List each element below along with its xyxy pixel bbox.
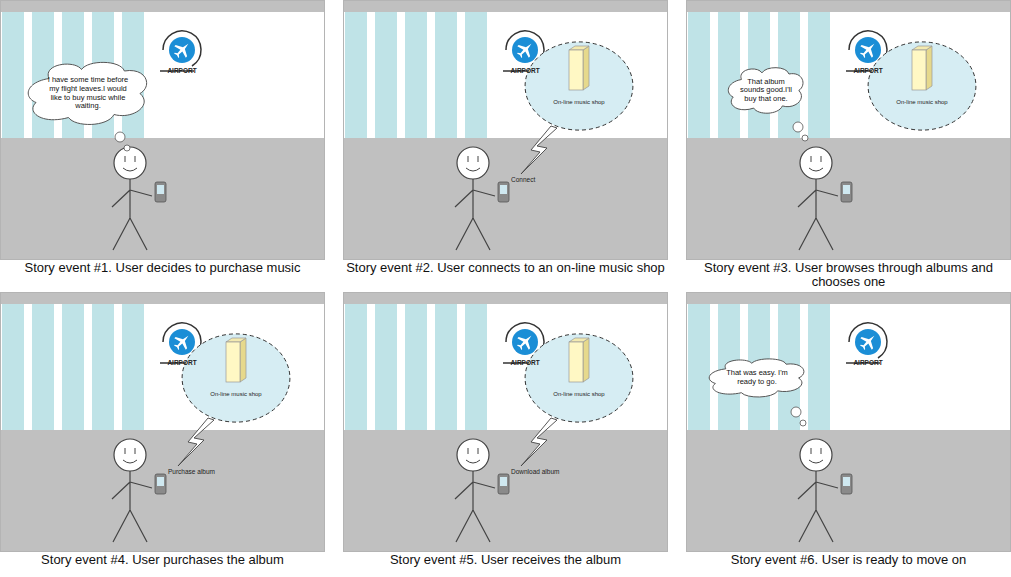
ellipse-outline [524,333,634,423]
story-caption: Story event #6. User is ready to move on [686,553,1011,567]
dashed-ellipse [525,334,633,422]
thought-bubble: That album sounds good.I'll buy that one… [725,63,807,118]
dashed-ellipse [182,334,290,422]
thought-tail [791,407,806,426]
server-tower [569,338,589,382]
action-label: Connect [511,176,535,183]
story-caption: Story event #3. User browses through alb… [686,261,1011,289]
airport-label: AIRPORT [503,67,547,74]
ellipse-outline [867,41,977,131]
lightning-bolt [521,418,557,466]
shop-label: On-line music shop [524,99,634,106]
panel-scene [0,292,325,552]
panel-scene [686,292,1011,552]
server-tower [912,46,932,90]
thought-text: I have some time before my flight leaves… [23,76,153,111]
story-panel: Story event #2. User connects to an on-l… [343,0,668,260]
story-panel: Story event #4. User purchases the album… [0,292,325,552]
story-caption: Story event #2. User connects to an on-l… [343,261,668,275]
shop-label: On-line music shop [867,99,977,106]
airport-label: AIRPORT [160,359,204,366]
thought-tail [115,132,130,151]
music-shop-ellipse: On-line music shop [524,333,634,423]
story-panel: Story event #6. User is ready to move on… [686,292,1011,552]
story-panel: Story event #5. User receives the albumO… [343,292,668,552]
airport-label: AIRPORT [846,359,890,366]
panel-scene [0,0,325,260]
panel-scene [686,0,1011,260]
ellipse-outline [181,333,291,423]
panel-scene [343,0,668,260]
thought-bubble: That was easy. I'm ready to go. [705,355,809,401]
ellipse-outline [524,41,634,131]
panel-scene [343,292,668,552]
shop-label: On-line music shop [524,391,634,398]
lightning-bolt [521,126,557,174]
thought-tail [793,122,808,141]
server-tower [226,338,246,382]
story-caption: Story event #4. User purchases the album [0,553,325,567]
music-shop-ellipse: On-line music shop [867,41,977,131]
thought-text: That was easy. I'm ready to go. [705,369,809,386]
airport-label: AIRPORT [503,359,547,366]
dashed-ellipse [525,42,633,130]
music-shop-ellipse: On-line music shop [524,41,634,131]
story-panel: Story event #1. User decides to purchase… [0,0,325,260]
thought-text: That album sounds good.I'll buy that one… [725,78,807,104]
action-label: Download album [511,468,559,475]
server-tower [569,46,589,90]
music-shop-ellipse: On-line music shop [181,333,291,423]
dashed-ellipse [868,42,976,130]
lightning-bolt [178,418,214,466]
airport-label: AIRPORT [846,67,890,74]
story-panel: Story event #3. User browses through alb… [686,0,1011,260]
story-caption: Story event #5. User receives the album [343,553,668,567]
action-label: Purchase album [168,468,215,475]
airport-label: AIRPORT [160,67,204,74]
shop-label: On-line music shop [181,391,291,398]
story-caption: Story event #1. User decides to purchase… [0,261,325,275]
thought-bubble: I have some time before my flight leaves… [23,56,153,131]
